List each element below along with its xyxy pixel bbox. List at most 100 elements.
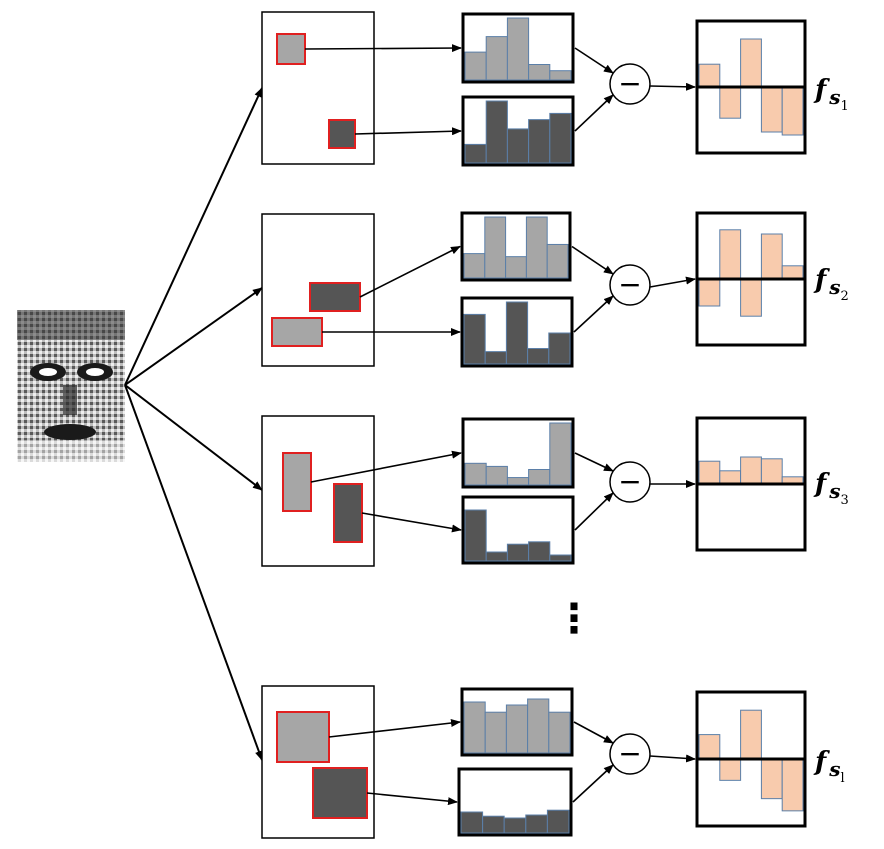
fanout-arrow-4 — [124, 384, 263, 761]
difference-bar — [719, 758, 742, 781]
histogram-bar — [528, 119, 551, 164]
feature-label-sub: s — [828, 479, 840, 503]
feature-label-subsub: 3 — [840, 493, 848, 508]
histogram-bar — [464, 509, 487, 562]
histogram-bar — [528, 541, 551, 562]
histogram-to-subtract-arrow — [574, 492, 614, 531]
histogram-to-subtract-arrow — [574, 47, 614, 74]
histogram-bar — [525, 814, 548, 834]
histogram-bar — [548, 711, 571, 754]
histogram-bar — [460, 811, 484, 834]
histogram-bar — [506, 543, 530, 562]
histogram-bar — [549, 554, 572, 562]
histogram-bottom-4 — [457, 767, 573, 837]
feature-label-subsub: 1 — [840, 99, 848, 114]
histogram-bottom-3 — [461, 495, 575, 565]
region-to-histogram-arrow — [328, 719, 461, 738]
feature-label-sub: s — [828, 275, 840, 299]
light-region — [271, 317, 323, 347]
region-to-histogram-arrow — [304, 44, 462, 53]
histogram-to-subtract-arrow — [573, 295, 614, 333]
histogram-bar — [527, 698, 550, 754]
histogram-bar — [506, 17, 530, 81]
histogram-bar — [505, 301, 529, 365]
dark-region — [309, 282, 361, 312]
fanout-arrows — [124, 87, 263, 761]
feature-label-base: f — [813, 469, 830, 499]
histogram-bar — [484, 711, 507, 754]
difference-bar — [760, 233, 783, 280]
histogram-bar — [484, 351, 507, 365]
histogram-bottom-2 — [460, 296, 574, 368]
histogram-to-subtract-arrow — [574, 94, 614, 132]
face-right-eye-white — [86, 368, 104, 376]
histogram-bar — [503, 817, 527, 834]
light-region — [282, 452, 312, 512]
difference-bar — [740, 38, 762, 88]
feature-label-base: f — [813, 75, 830, 105]
face-mouth — [44, 424, 96, 440]
difference-bar — [740, 278, 762, 317]
difference-bar — [698, 63, 721, 88]
histogram-bar — [485, 551, 508, 562]
difference-bar — [760, 86, 783, 133]
histogram-bar — [463, 313, 486, 365]
region-to-histogram-arrow — [310, 450, 462, 483]
fanout-arrow-3 — [124, 384, 263, 491]
subtract-to-feature-arrow — [649, 82, 696, 91]
difference-bar — [760, 458, 783, 485]
subtract-operator — [609, 63, 651, 105]
histogram-bar — [546, 809, 570, 834]
histogram-bar — [525, 216, 548, 279]
histogram-bar — [482, 815, 505, 834]
histogram-bar — [549, 422, 572, 486]
region-to-histogram-arrow — [366, 792, 458, 806]
subtract-operator — [609, 264, 651, 306]
histogram-bar — [505, 256, 527, 279]
difference-bar — [719, 229, 742, 280]
histogram-bar — [506, 477, 530, 486]
histogram-to-subtract-arrow — [573, 721, 614, 744]
subtract-to-feature-arrow — [649, 276, 696, 288]
fanout-arrow-2 — [124, 287, 263, 386]
light-region — [276, 711, 330, 763]
face-nose — [63, 385, 77, 415]
difference-chart-3 — [695, 416, 807, 552]
difference-bar — [740, 456, 762, 485]
face-left-eye-white — [39, 368, 57, 376]
histogram-top-4 — [460, 687, 574, 757]
feature-label-sub: s — [828, 757, 840, 781]
subtract-symbol: − — [618, 67, 641, 100]
histogram-bar — [464, 51, 487, 81]
face-image — [17, 310, 125, 462]
histogram-top-3 — [461, 417, 575, 489]
histogram-bar — [484, 216, 507, 279]
feature-label-base: f — [813, 265, 830, 295]
histogram-bar — [528, 469, 551, 486]
difference-bar — [698, 734, 721, 760]
histogram-bottom-1 — [461, 95, 575, 167]
difference-chart-4 — [695, 690, 807, 828]
histogram-bar — [505, 704, 529, 754]
region-to-histogram-arrow — [354, 127, 462, 136]
dark-region — [328, 119, 356, 149]
feature-label-subsub: l — [840, 771, 844, 786]
ellipsis: ⋮ — [554, 596, 594, 642]
difference-bar — [698, 278, 721, 307]
histogram-to-subtract-arrow — [572, 764, 614, 803]
difference-bar — [781, 265, 804, 280]
subtract-operator — [609, 461, 651, 503]
subtract-operator — [609, 733, 651, 775]
difference-bar — [719, 86, 742, 119]
histogram-bar — [546, 243, 569, 279]
difference-bar — [698, 460, 721, 485]
